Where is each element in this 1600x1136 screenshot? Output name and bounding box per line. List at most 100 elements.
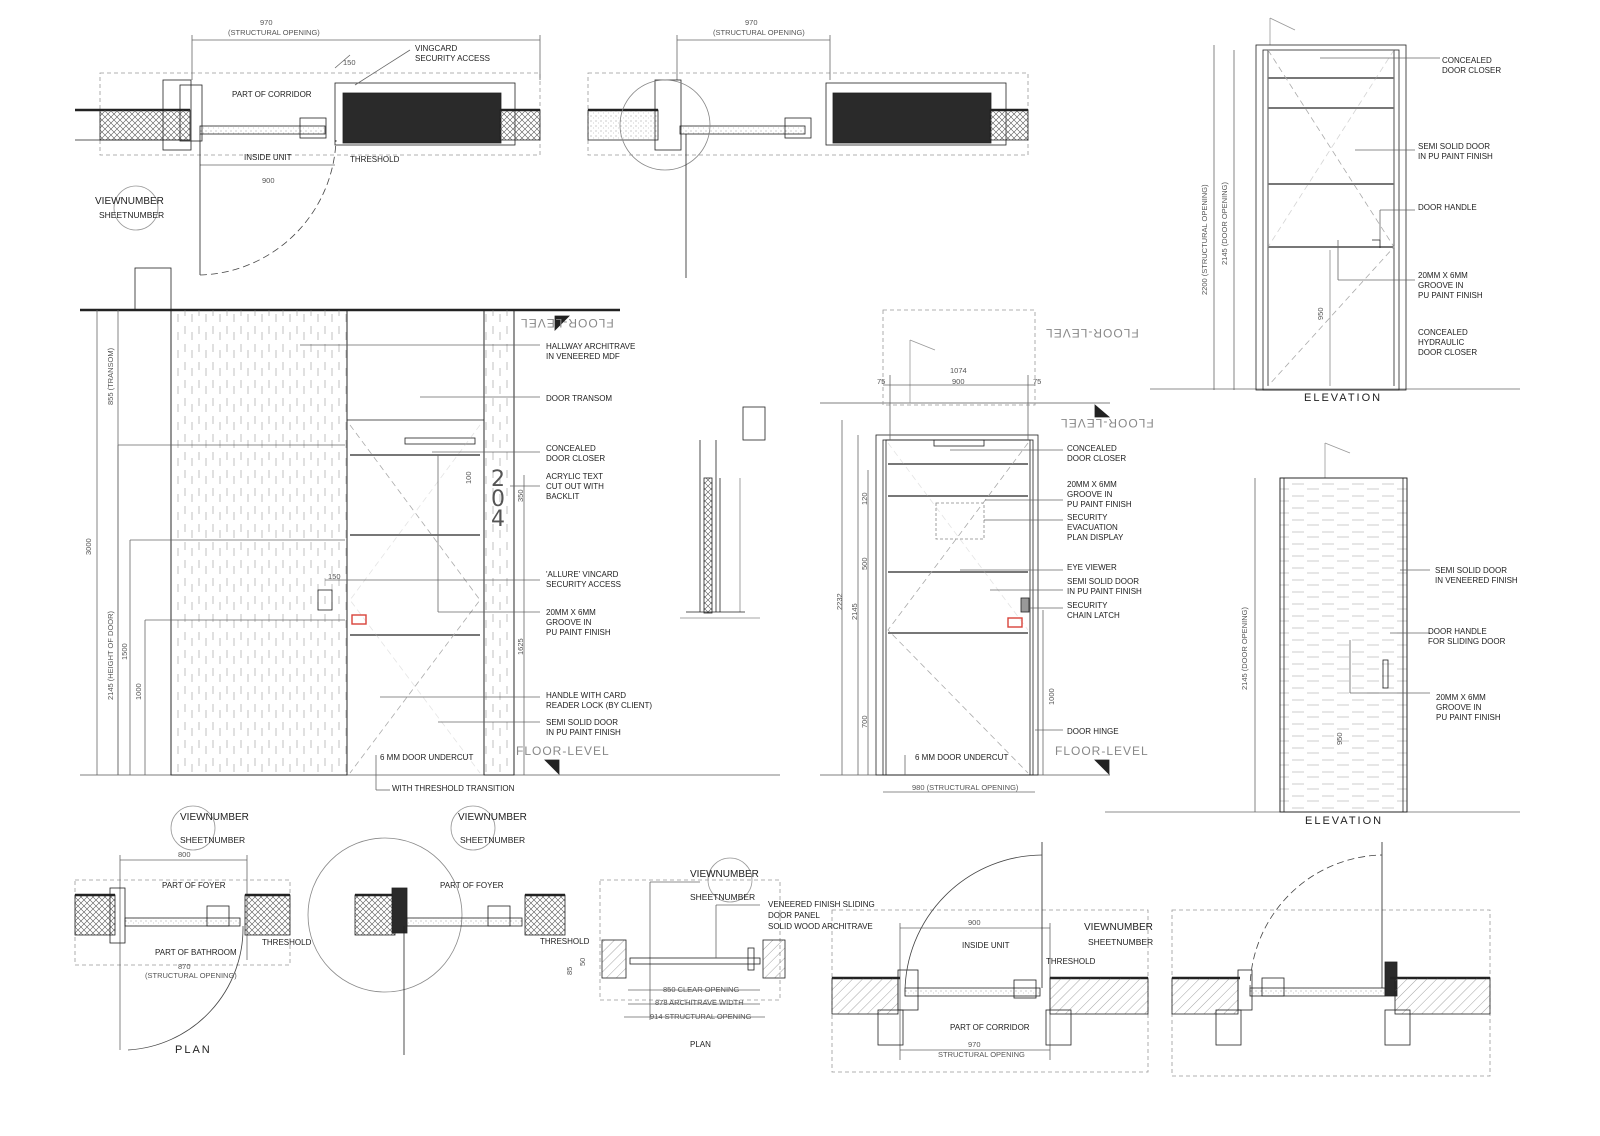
dim-85: 85	[565, 966, 574, 975]
acrylic-label-3: BACKLIT	[546, 492, 580, 501]
threshold-label: THRESHOLD	[262, 938, 312, 947]
dim-2145: 2145	[850, 603, 859, 620]
dim-2232: 2232	[835, 593, 844, 610]
acrylic-label-2: CUT OUT WITH	[546, 482, 604, 491]
closer-label-2: DOOR CLOSER	[546, 454, 606, 463]
sheet-number: SHEETNUMBER	[180, 835, 246, 845]
elevation-title: ELEVATION	[1304, 392, 1383, 404]
elevation-main	[80, 267, 780, 791]
dim-900: 900	[952, 377, 965, 386]
struct-label: STRUCTURAL OPENING	[938, 1050, 1025, 1059]
threshold-label: THRESHOLD	[540, 937, 590, 946]
groove-label-1: 20MM X 6MM	[1067, 480, 1117, 489]
struct-dim: 970	[745, 18, 758, 27]
dim-1625: 1625	[516, 638, 525, 655]
closer-label-1: CONCEALED	[546, 444, 596, 453]
plan-title: PLAN	[175, 1044, 212, 1056]
handle-height-dim: 950	[1335, 732, 1344, 745]
elevation-center	[820, 309, 1111, 793]
hydraulic-label-1: CONCEALED	[1418, 328, 1468, 337]
structural-opening-label: 914 STRUCTURAL OPENING	[650, 1012, 752, 1021]
struct-label: (STRUCTURAL OPENING)	[145, 971, 237, 980]
sheet-number: SHEETNUMBER	[1088, 937, 1154, 947]
sheet-number: SHEETNUMBER	[460, 835, 526, 845]
clear-dim: 900	[262, 176, 275, 185]
door-label-2: IN VENEERED FINISH	[1435, 576, 1518, 585]
plan-bathroom	[74, 805, 291, 1051]
view-number: VIEWNUMBER	[690, 869, 759, 880]
sliding-label-1: VENEERED FINISH SLIDING	[768, 900, 875, 909]
closer-label-2: DOOR CLOSER	[1067, 454, 1127, 463]
groove-label-3: PU PAINT FINISH	[1067, 500, 1132, 509]
floor-level-top: FLOOR-LEVEL	[520, 316, 614, 330]
floor-level-mid: FLOOR-LEVEL	[1060, 416, 1154, 430]
threshold-label: THRESHOLD	[350, 155, 400, 164]
dim-855: 855 (TRANSOM)	[106, 347, 115, 405]
structural-opening-label: 980 (STRUCTURAL OPENING)	[912, 783, 1019, 792]
dim-50: 50	[578, 957, 587, 966]
undercut-label: 6 MM DOOR UNDERCUT	[915, 753, 1009, 762]
dim-2145: 2145 (HEIGHT OF DOOR)	[106, 610, 115, 700]
groove-label-2: GROOVE IN	[1436, 703, 1482, 712]
door-opening-dim: 2145 (DOOR OPENING)	[1220, 182, 1229, 265]
door-opening-dim: 2145 (DOOR OPENING)	[1240, 607, 1249, 690]
threshold-label: THRESHOLD	[1046, 957, 1096, 966]
view-number: VIEWNUMBER	[95, 196, 164, 207]
undercut-label: 6 MM DOOR UNDERCUT	[380, 753, 474, 762]
section-detail	[680, 406, 766, 619]
clear-opening-label: 850 CLEAR OPENING	[663, 985, 740, 994]
vincard-label-1: 'ALLURE' VINCARD	[546, 570, 619, 579]
dim-3000: 3000	[84, 538, 93, 555]
groove-label-2: GROOVE IN	[546, 618, 592, 627]
dim-870: 870	[178, 962, 191, 971]
dim-800: 800	[178, 850, 191, 859]
door-label-2: IN PU PAINT FINISH	[1418, 152, 1493, 161]
closer-label-2: DOOR CLOSER	[1442, 66, 1502, 75]
view-number: VIEWNUMBER	[1084, 922, 1153, 933]
door-label-1: SEMI SOLID DOOR	[1435, 566, 1508, 575]
handle-label-1: HANDLE WITH CARD	[546, 691, 627, 700]
sheet-number: SHEETNUMBER	[99, 210, 165, 220]
security-label-2: EVACUATION	[1067, 523, 1118, 532]
elevation-swing	[1150, 17, 1520, 391]
handle-label-1: DOOR HANDLE	[1428, 627, 1487, 636]
groove-label-1: 20MM X 6MM	[1436, 693, 1486, 702]
handle-label-2: READER LOCK (BY CLIENT)	[546, 701, 653, 710]
dim-150: 150	[328, 572, 341, 581]
acrylic-label-1: ACRYLIC TEXT	[546, 472, 604, 481]
dim-75-left: 75	[877, 377, 886, 386]
groove-label-2: GROOVE IN	[1067, 490, 1113, 499]
dim-1074: 1074	[950, 366, 967, 375]
plan-top-left	[75, 35, 541, 276]
dim-1000: 1000	[134, 683, 143, 700]
floor-level-bottom: FLOOR-LEVEL	[1055, 744, 1149, 758]
floor-level-top: FLOOR-LEVEL	[1045, 326, 1139, 340]
handle-height-dim: 950	[1316, 307, 1325, 320]
plan-bottom-right-1	[831, 842, 1149, 1073]
door-label-2: IN PU PAINT FINISH	[1067, 587, 1142, 596]
groove-label-3: PU PAINT FINISH	[546, 628, 611, 637]
small-dim: 150	[343, 58, 356, 67]
architrave-width-label: 878 ARCHITRAVE WIDTH	[655, 998, 744, 1007]
door-label-1: SEMI SOLID DOOR	[546, 718, 619, 727]
hydraulic-label-2: HYDRAULIC	[1418, 338, 1465, 347]
sliding-label-3: SOLID WOOD ARCHITRAVE	[768, 922, 873, 931]
groove-label-3: PU PAINT FINISH	[1436, 713, 1501, 722]
plan-top-mid	[587, 35, 1029, 278]
view-number: VIEWNUMBER	[180, 812, 249, 823]
sheet-number: SHEETNUMBER	[690, 892, 756, 902]
hydraulic-label-3: DOOR CLOSER	[1418, 348, 1478, 357]
vingcard-label-1: VINGCARD	[415, 44, 458, 53]
struct-opening-dim: 2200 (STRUCTURAL OPENING)	[1200, 184, 1209, 295]
room-number-sign: 204	[491, 467, 505, 532]
groove-label-3: PU PAINT FINISH	[1418, 291, 1483, 300]
corridor-label: PART OF CORRIDOR	[950, 1023, 1030, 1032]
foyer-label: PART OF FOYER	[440, 881, 504, 890]
dim-1500: 1500	[120, 643, 129, 660]
sliding-label-2: DOOR PANEL	[768, 911, 820, 920]
dim-100: 100	[464, 471, 473, 484]
floor-level-bottom: FLOOR-LEVEL	[516, 744, 610, 758]
closer-label-1: CONCEALED	[1067, 444, 1117, 453]
